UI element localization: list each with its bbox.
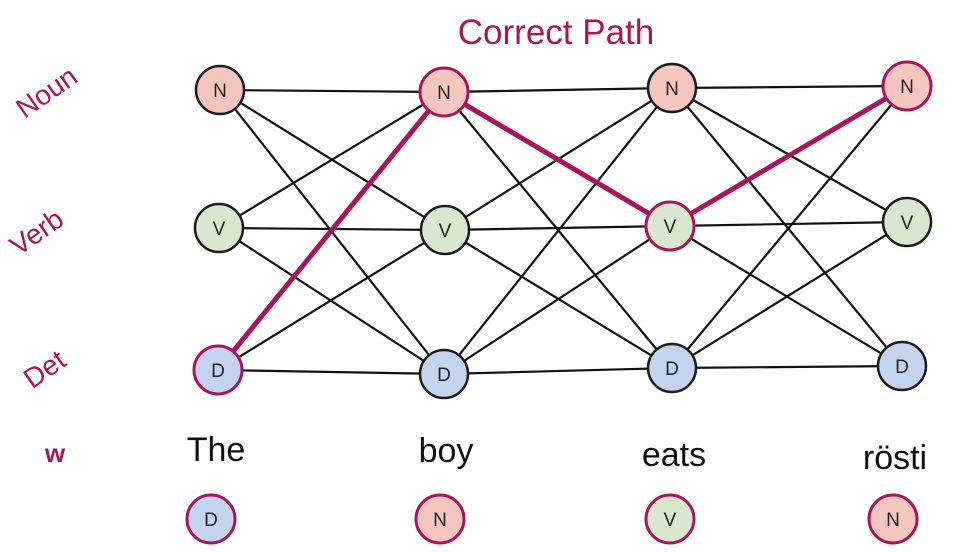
node-verb-rosti: V [881, 196, 933, 248]
edge-d1-v2 [216, 228, 447, 372]
edge-n2-n3 [442, 86, 674, 94]
edge-n1-n2 [218, 88, 446, 94]
edge-v3-v4 [668, 220, 909, 228]
path-edge-n2-v3 [441, 89, 673, 229]
node-circle [881, 196, 933, 248]
node-circle [646, 342, 698, 394]
node-noun-boy: N [418, 66, 470, 118]
node-letter: D [895, 357, 909, 378]
node-circle [194, 64, 246, 116]
tag-circle [867, 493, 919, 545]
row-label-verb: Verb [4, 203, 69, 261]
edge-d3-v4 [670, 220, 909, 370]
word-boy: boy [419, 432, 474, 470]
word-row: The boy eats rösti [187, 431, 927, 477]
node-verb-boy: V [419, 204, 471, 256]
node-circle [193, 202, 245, 254]
correct-path-edges [215, 83, 910, 373]
node-letter: D [665, 359, 679, 380]
node-letter: N [665, 79, 679, 100]
gold-tag-the: D [185, 493, 237, 545]
node-circle [418, 348, 470, 400]
tag-letter: D [204, 510, 218, 531]
edge-v1-n2 [217, 90, 446, 230]
edge-d1-d2 [216, 368, 446, 376]
edge-d2-v3 [442, 224, 672, 376]
node-det-the: D [192, 344, 244, 396]
tag-letter: N [433, 510, 447, 531]
node-verb-the: V [193, 202, 245, 254]
node-letter: V [213, 219, 226, 240]
gold-tag-boy: N [414, 493, 466, 545]
node-letter: N [213, 81, 227, 102]
gold-tag-eats: V [644, 493, 696, 545]
node-letter: D [437, 365, 451, 386]
row-labels: Noun Verb Det [4, 60, 83, 394]
edge-d3-n4 [670, 84, 909, 370]
tag-letter: N [886, 510, 900, 531]
node-letter: V [901, 213, 914, 234]
edge-d2-n3 [442, 86, 674, 376]
node-verb-eats: V [644, 200, 696, 252]
tag-circle [414, 493, 466, 545]
tag-circle [185, 493, 237, 545]
node-letter: V [439, 221, 452, 242]
node-letter: N [437, 83, 451, 104]
node-noun-rosti: N [881, 60, 933, 112]
node-det-eats: D [646, 342, 698, 394]
word-the: The [187, 431, 246, 469]
path-edge-v3-n4 [667, 83, 910, 229]
node-circle [419, 204, 471, 256]
node-circle [646, 62, 698, 114]
word-rosti: rösti [863, 439, 927, 477]
word-eats: eats [642, 436, 706, 474]
row-label-noun: Noun [10, 60, 83, 124]
node-circle [644, 200, 696, 252]
node-circle [418, 66, 470, 118]
tag-circle [644, 493, 696, 545]
gold-tag-rosti: N [867, 493, 919, 545]
node-det-rosti: D [876, 340, 928, 392]
node-circle [876, 340, 928, 392]
tag-letter: V [664, 510, 677, 531]
state-nodes: N V D N V D N V D N V D [192, 60, 933, 400]
node-det-boy: D [418, 348, 470, 400]
node-letter: V [664, 217, 677, 238]
edge-d3-d4 [670, 364, 904, 370]
path-edge-d1-n2 [215, 89, 447, 373]
edge-v2-v3 [443, 224, 672, 232]
w-row-label: w [44, 438, 66, 468]
edge-n3-n4 [670, 84, 909, 90]
transition-edges [216, 84, 909, 376]
node-circle [881, 60, 933, 112]
node-noun-the: N [194, 64, 246, 116]
node-noun-eats: N [646, 62, 698, 114]
diagram-title: Correct Path [458, 13, 654, 52]
node-letter: D [211, 361, 225, 382]
node-circle [192, 344, 244, 396]
edge-n3-d4 [670, 86, 904, 368]
row-label-det: Det [18, 344, 72, 395]
edge-d2-d3 [442, 366, 674, 376]
node-letter: N [900, 77, 914, 98]
